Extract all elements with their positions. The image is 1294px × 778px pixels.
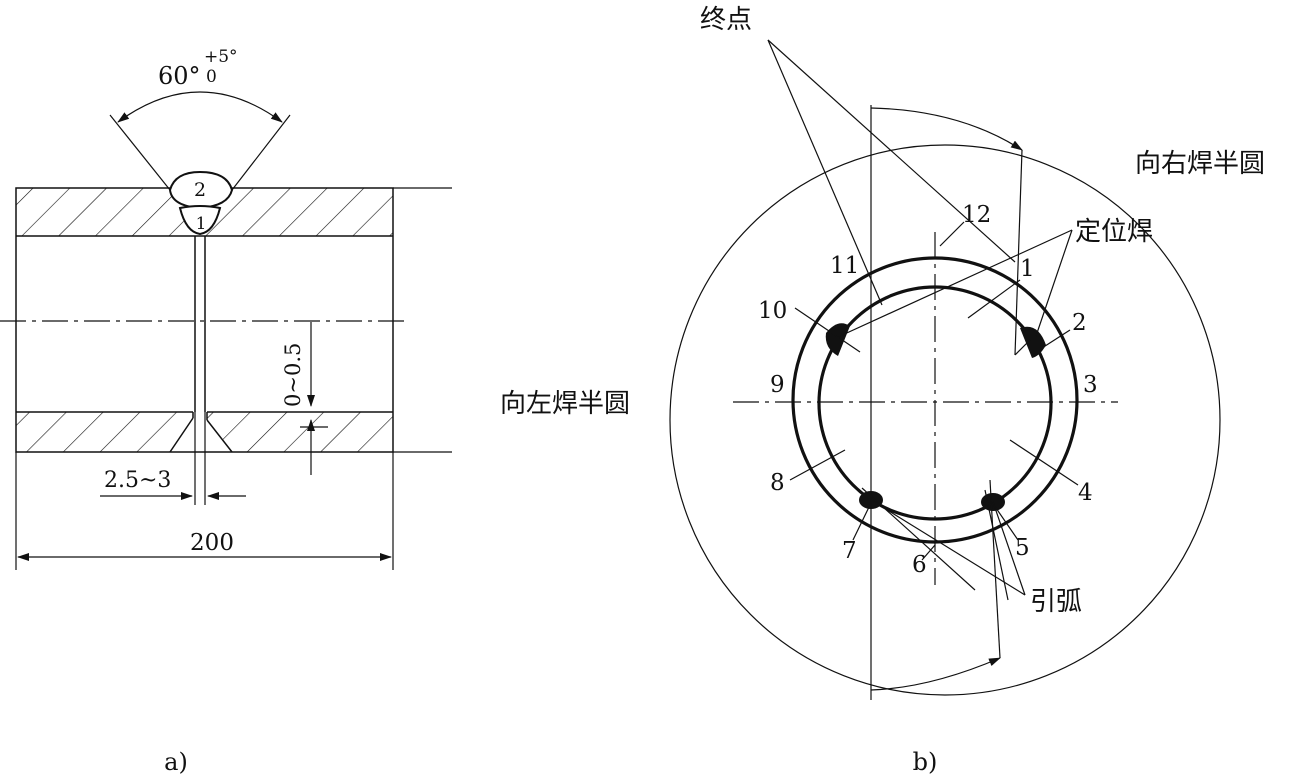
panel-a: 2 1 60° +5° 0 0~0.5 2.5~3: [0, 47, 452, 776]
pipe-top-wall: [16, 188, 393, 452]
length-dimension: 200: [17, 530, 392, 561]
angle-tolerance-lower: 0: [206, 67, 217, 87]
end-point-leaders: [767, 39, 1016, 306]
groove-angle-dimension: 60° +5° 0: [109, 47, 291, 191]
caption-a: a): [164, 748, 188, 776]
clock-label-2: 2: [1072, 310, 1087, 336]
label-right-half: 向右焊半圆: [1135, 149, 1265, 179]
panel-b: 1 2 3 4 5 6 7 8 9 10 11 12 终点 向右焊半圆 向左焊半…: [500, 5, 1265, 776]
clock-label-1: 1: [1020, 256, 1035, 282]
root-dim-label: 2.5~3: [104, 468, 171, 493]
clock-leaders: [789, 221, 1079, 561]
caption-b: b): [913, 748, 938, 776]
clock-labels: 1 2 3 4 5 6 7 8 9 10 11 12: [758, 202, 1098, 578]
weld-layer-1-label: 1: [196, 214, 207, 234]
clock-label-9: 9: [770, 372, 785, 398]
outer-circle: [669, 144, 1221, 696]
angle-tolerance-upper: +5°: [204, 47, 238, 67]
clock-label-7: 7: [842, 538, 857, 564]
clock-label-6: 6: [912, 552, 927, 578]
label-arc-start: 引弧: [1030, 587, 1082, 617]
angle-value: 60°: [158, 62, 201, 90]
label-end-point: 终点: [700, 5, 752, 35]
left-half-arrow: [870, 479, 1001, 691]
pipe-outline: [15, 187, 452, 570]
length-dim-label: 200: [190, 530, 234, 556]
clock-label-11: 11: [830, 253, 859, 279]
right-half-arrow: [870, 105, 1031, 700]
label-tack-weld: 定位焊: [1075, 217, 1153, 247]
weld-layers: 2 1: [168, 170, 234, 236]
clock-label-4: 4: [1078, 480, 1093, 506]
weld-layer-2-label: 2: [194, 179, 206, 201]
clock-label-5: 5: [1015, 535, 1030, 561]
tack-weld-leaders: [837, 229, 1073, 338]
label-left-half: 向左焊半圆: [500, 389, 630, 419]
root-gap-dimension: 2.5~3: [100, 412, 246, 505]
clock-label-8: 8: [770, 470, 785, 496]
clock-label-10: 10: [758, 298, 787, 324]
clock-label-12: 12: [962, 202, 991, 228]
arc-start-leaders: [861, 487, 1026, 601]
clock-label-3: 3: [1083, 372, 1098, 398]
gap-dim-label: 0~0.5: [281, 343, 305, 407]
gap-dimension: 0~0.5: [281, 322, 328, 475]
